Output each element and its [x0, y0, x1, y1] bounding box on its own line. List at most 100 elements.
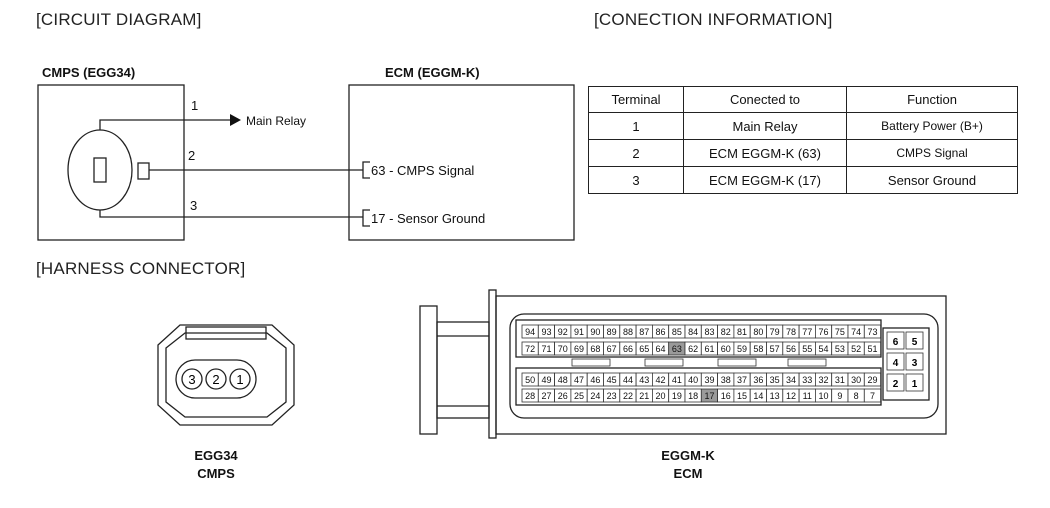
eggmk-pin-label: 30	[851, 375, 861, 385]
circuit-diagram-heading: [CIRCUIT DIAGRAM]	[36, 10, 202, 29]
table-cell: 2	[588, 139, 684, 167]
eggmk-pin-label: 23	[607, 391, 617, 401]
cmps-sensor-symbol	[67, 129, 133, 211]
wire-3-dest: 17 - Sensor Ground	[371, 211, 485, 226]
eggmk-pin-label: 86	[656, 327, 666, 337]
eggmk-pin-label: 88	[623, 327, 633, 337]
eggmk-pin-label: 42	[656, 375, 666, 385]
eggmk-key-slot	[571, 358, 611, 367]
egg34-pin	[181, 368, 203, 390]
eggmk-pin-label: 8	[854, 391, 859, 401]
eggmk-pin	[863, 324, 881, 339]
eggmk-side-pin	[905, 352, 924, 371]
eggmk-pin-label: 34	[786, 375, 796, 385]
eggmk-pin-label: 63	[672, 344, 682, 354]
egg34-pin	[205, 368, 227, 390]
eggmk-pin-label: 19	[672, 391, 682, 401]
eggmk-pin-label: 20	[656, 391, 666, 401]
table-cell: ECM EGGM-K (63)	[683, 139, 847, 167]
table-cell: 1	[588, 112, 684, 140]
eggmk-pin-label: 13	[770, 391, 780, 401]
eggmk-side-pin	[886, 352, 905, 371]
table-cell: 3	[588, 166, 684, 194]
eggmk-pin-label: 37	[737, 375, 747, 385]
eggmk-pin-label: 77	[802, 327, 812, 337]
cmps-box-label: CMPS (EGG34)	[42, 65, 136, 80]
eggmk-side-pin	[905, 373, 924, 392]
eggmk-pin-label: 50	[525, 375, 535, 385]
eggmk-pin-label: 70	[558, 344, 568, 354]
header-function: Function	[846, 86, 1018, 113]
eggmk-pin-label: 29	[867, 375, 877, 385]
eggmk-pin	[863, 341, 881, 356]
eggmk-pin-label: 89	[607, 327, 617, 337]
eggmk-key-slot	[717, 358, 757, 367]
eggmk-connector-body	[495, 295, 947, 435]
eggmk-pin-label: 51	[867, 344, 877, 354]
eggmk-pin-label: 44	[623, 375, 633, 385]
eggmk-pin-label: 7	[870, 391, 875, 401]
eggmk-key-slot	[787, 358, 827, 367]
wire-1	[99, 119, 230, 130]
egg34-pin-label: 1	[236, 372, 243, 387]
eggmk-pin-label: 11	[803, 391, 812, 401]
eggmk-caption-line2: ECM	[673, 466, 703, 481]
eggmk-side-pin	[886, 373, 905, 392]
eggmk-pin-label: 93	[541, 327, 551, 337]
wire-1-dest: Main Relay	[246, 114, 306, 128]
eggmk-pin-label: 10	[819, 391, 829, 401]
wire-3	[99, 210, 363, 218]
eggmk-key-slot	[644, 358, 684, 367]
eggmk-pin-label: 62	[688, 344, 698, 354]
eggmk-pin-label: 53	[835, 344, 845, 354]
eggmk-caption-line1: EGGM-K	[661, 448, 715, 463]
eggmk-pin-label: 54	[819, 344, 829, 354]
eggmk-pin-label: 71	[541, 344, 551, 354]
eggmk-pin-label: 28	[525, 391, 535, 401]
eggmk-pin-label: 25	[574, 391, 584, 401]
table-row: 1 Main Relay Battery Power (B+)	[588, 112, 1018, 140]
eggmk-pin-label: 18	[688, 391, 698, 401]
eggmk-pin-label: 57	[770, 344, 780, 354]
eggmk-side-pin-label: 5	[912, 337, 918, 348]
eggmk-pin-label: 15	[737, 391, 747, 401]
eggmk-pin-label: 72	[525, 344, 535, 354]
eggmk-pin-label: 83	[704, 327, 714, 337]
eggmk-pin-label: 76	[819, 327, 829, 337]
ecm-box-label: ECM (EGGM-K)	[385, 65, 480, 80]
eggmk-side-pin-label: 4	[893, 358, 899, 369]
eggmk-pin-label: 17	[704, 391, 714, 401]
eggmk-pin-label: 14	[753, 391, 763, 401]
eggmk-pin	[863, 388, 881, 403]
wire-3-terminal: 3	[190, 198, 197, 213]
eggmk-pin-label: 75	[835, 327, 845, 337]
eggmk-pin-label: 79	[770, 327, 780, 337]
wire-2-terminal: 2	[188, 148, 195, 163]
eggmk-side-pin-label: 6	[893, 337, 899, 348]
harness-connector-heading: [HARNESS CONNECTOR]	[36, 259, 246, 278]
eggmk-side-pin-label: 2	[893, 379, 899, 390]
eggmk-caption: EGGM-K ECM	[648, 447, 728, 483]
eggmk-pin-label: 66	[623, 344, 633, 354]
eggmk-pin-label: 64	[656, 344, 666, 354]
eggmk-pin-label: 36	[753, 375, 763, 385]
eggmk-pin-label: 32	[819, 375, 829, 385]
eggmk-pin-label: 84	[688, 327, 698, 337]
eggmk-pin-label: 58	[753, 344, 763, 354]
eggmk-pin-label: 12	[786, 391, 796, 401]
eggmk-pin-label: 61	[704, 344, 714, 354]
eggmk-pin-label: 69	[574, 344, 584, 354]
egg34-caption-line1: EGG34	[194, 448, 238, 463]
egg34-caption-line2: CMPS	[197, 466, 235, 481]
eggmk-pin-label: 91	[574, 327, 584, 337]
eggmk-pin-label: 31	[835, 375, 845, 385]
eggmk-pin-label: 65	[639, 344, 649, 354]
eggmk-pin-label: 94	[525, 327, 535, 337]
eggmk-pin-label: 41	[672, 375, 682, 385]
eggmk-pin-label: 60	[721, 344, 731, 354]
eggmk-pin-label: 48	[558, 375, 568, 385]
eggmk-pin-label: 67	[607, 344, 617, 354]
eggmk-pin-label: 47	[574, 375, 584, 385]
eggmk-pin-label: 55	[802, 344, 812, 354]
header-terminal: Terminal	[588, 86, 684, 113]
